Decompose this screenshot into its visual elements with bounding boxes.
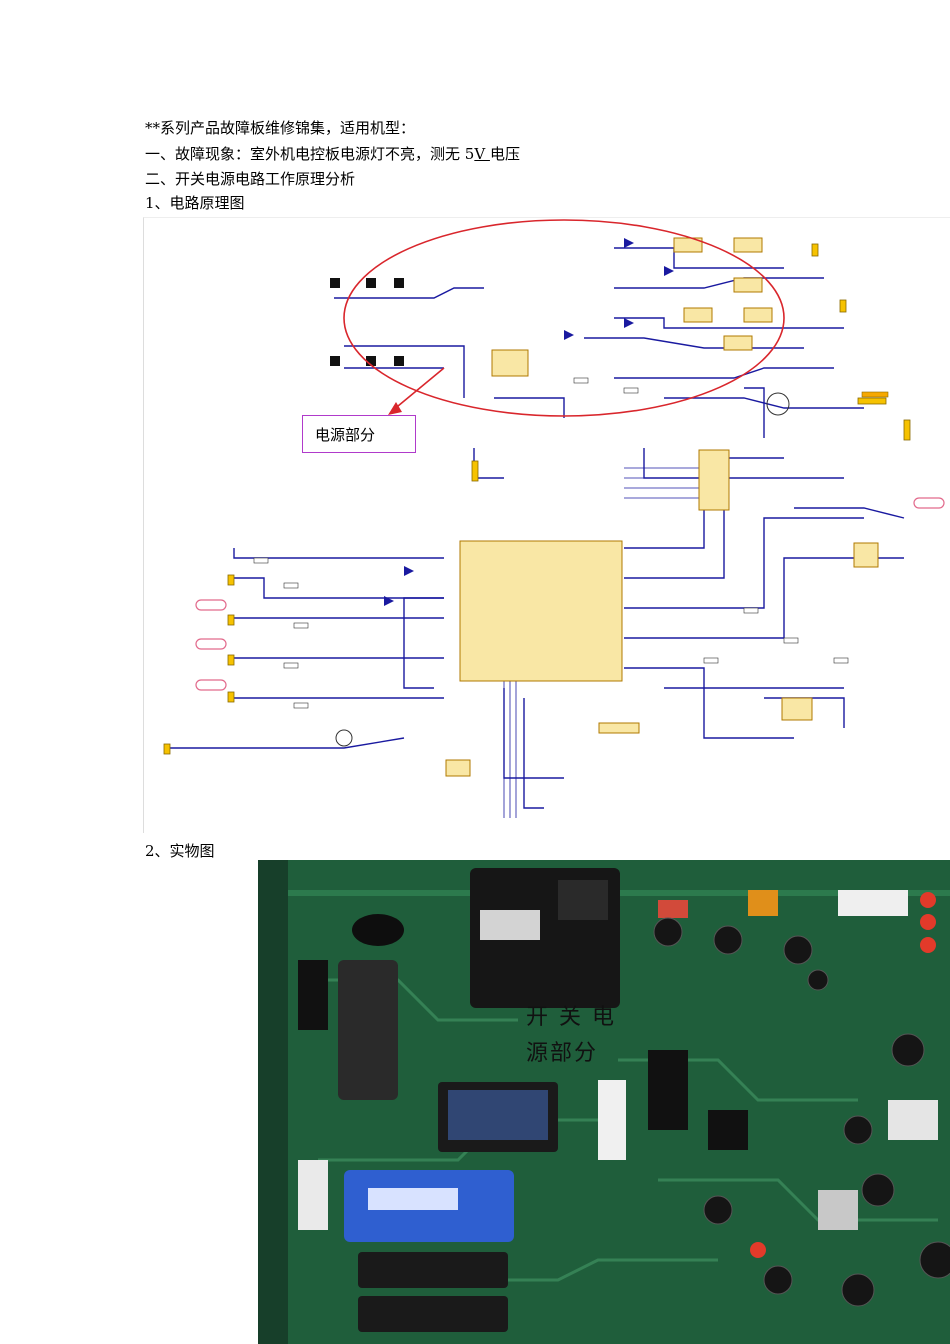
pcb-photo-drawing (258, 860, 950, 1344)
pcb-photo: 开 关 电 源部分 (258, 860, 950, 1344)
switching-power-label: 开 关 电 源部分 (526, 1005, 616, 1066)
schematic-drawing (163, 219, 945, 818)
doc-line-schematic-heading: 1、电路原理图 (145, 194, 245, 212)
power-section-callout: 电源部分 (302, 415, 416, 453)
fault-suffix: 电压 (489, 145, 520, 163)
doc-line-title: **系列产品故障板维修锦集，适用机型： (145, 119, 416, 137)
doc-line-photo-heading: 2、实物图 (145, 842, 215, 860)
doc-line-analysis: 二、开关电源电路工作原理分析 (145, 170, 356, 188)
doc-line-fault: 一、故障现象：室外机电控板电源灯不亮，测无 5V 电压 (145, 144, 520, 164)
fault-underlined: V (474, 145, 490, 163)
circuit-schematic-image: 电源部分 (143, 217, 950, 833)
fault-text: 一、故障现象：室外机电控板电源灯不亮，测无 5 (145, 145, 475, 163)
